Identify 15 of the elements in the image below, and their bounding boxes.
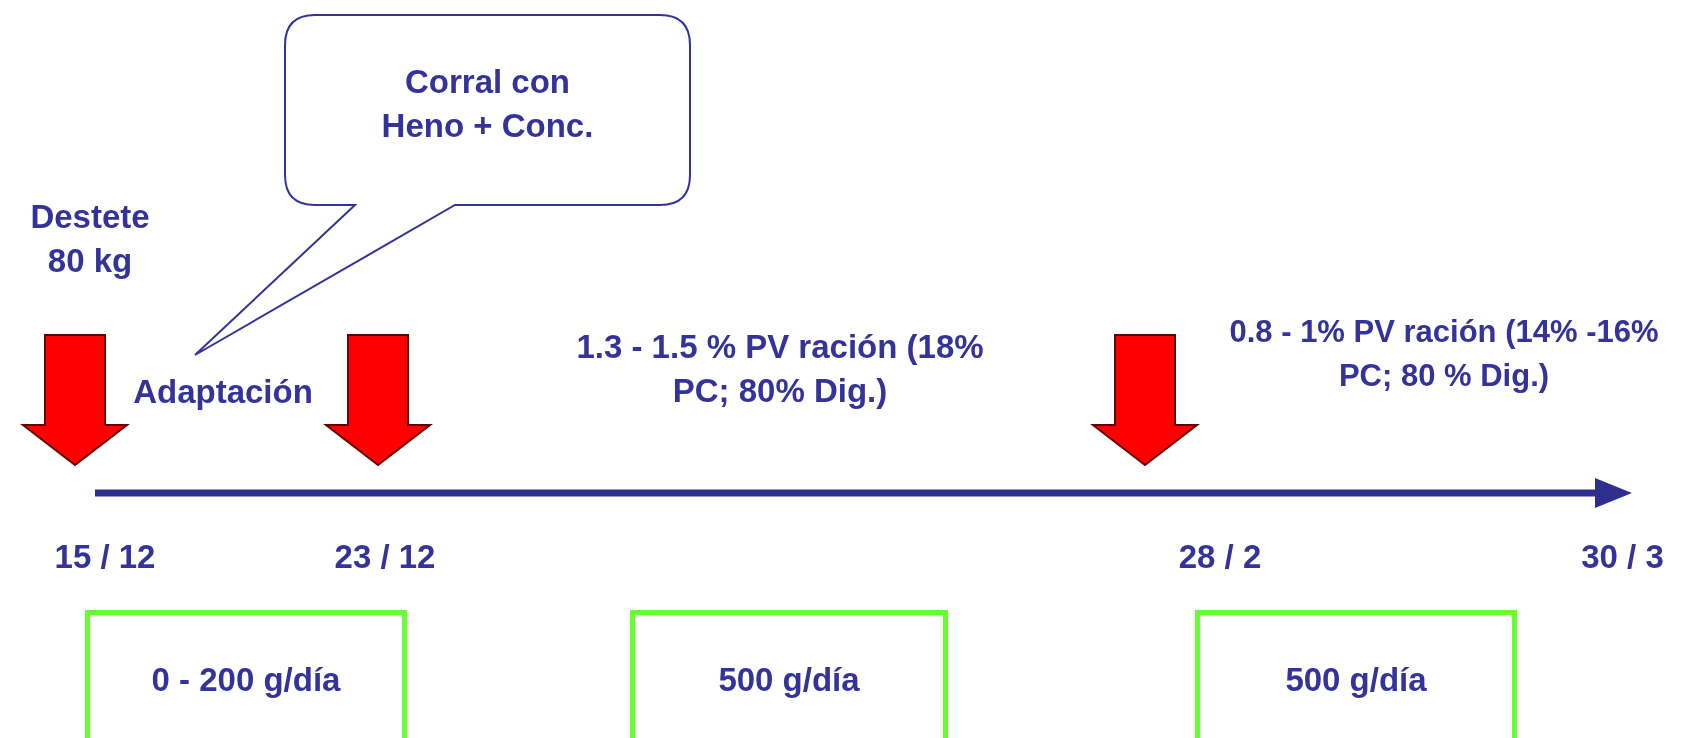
gain-text: 0 - 200 g/día <box>151 661 341 699</box>
event-label: Destete 80 kg <box>29 197 151 281</box>
gain-box <box>1195 610 1517 738</box>
ration-label: 0.8 - 1% PV ración (14% -16% PC; 80 % Dig.) <box>1228 313 1660 395</box>
date-label: 23 / 12 <box>333 537 437 577</box>
date-label: 30 / 3 <box>1580 537 1665 577</box>
date-label: 28 / 2 <box>1177 537 1263 577</box>
gain-box <box>85 610 407 738</box>
gain-text: 500 g/día <box>718 661 860 699</box>
date-label: 15 / 12 <box>53 537 157 577</box>
gain-text: 500 g/día <box>1285 661 1427 699</box>
callout-text: Corral con Heno + Conc. <box>375 60 600 148</box>
phase-label: Adaptación <box>132 372 314 412</box>
ration-label: 1.3 - 1.5 % PV ración (18% PC; 80% Dig.) <box>575 327 985 411</box>
gain-box <box>630 610 948 738</box>
